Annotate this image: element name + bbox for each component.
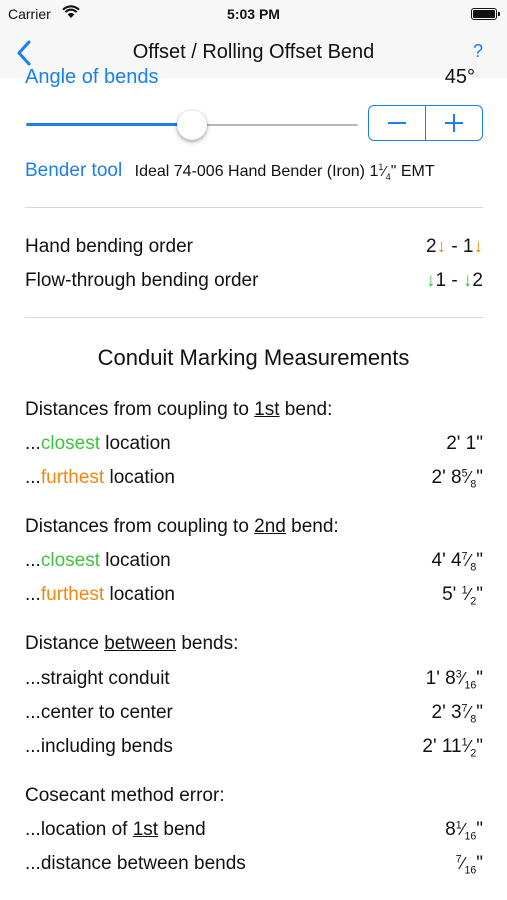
down-arrow-icon: ↓ [425, 270, 436, 291]
cosecant-location-value: 81⁄16" [445, 819, 483, 843]
bend-angle-row: Angle of bends 45° [25, 66, 475, 88]
slider-track-filled [26, 123, 192, 126]
flow-through-order-row: Flow-through bending order ↓1 - ↓2 [25, 270, 483, 294]
straight-conduit-row: ...straight conduit 1' 83⁄16" [25, 668, 483, 692]
stepper-plus-button[interactable] [425, 106, 482, 140]
down-arrow-icon: ↓ [462, 270, 473, 291]
first-bend-closest-row: ...closest location 2' 1" [25, 433, 483, 454]
wifi-icon [62, 5, 80, 18]
center-to-center-row: ...center to center 2' 37⁄8" [25, 702, 483, 726]
bender-tool-row: Bender tool Ideal 74-006 Hand Bender (Ir… [25, 160, 483, 184]
section-title: Conduit Marking Measurements [97, 345, 410, 370]
bend-angle-label: Angle of bends [25, 66, 159, 88]
first-bend-closest-value: 2' 1" [446, 433, 483, 454]
first-bend-furthest-row: ...furthest location 2' 85⁄8" [25, 467, 483, 491]
status-time: 5:03 PM [227, 6, 280, 22]
cosecant-distance-row: ...distance between bends 7⁄16" [25, 853, 483, 877]
nav-title: Offset / Rolling Offset Bend [132, 41, 375, 63]
including-bends-row: ...including bends 2' 111⁄2" [25, 736, 483, 760]
hand-bending-order-label: Hand bending order [25, 236, 193, 257]
bender-tool-value: Ideal 74-006 Hand Bender (Iron) 11⁄4" EM… [134, 162, 435, 182]
back-chevron-icon[interactable] [10, 38, 40, 68]
center-to-center-value: 2' 37⁄8" [431, 702, 483, 726]
slider-track-empty [192, 124, 358, 126]
stepper-minus-button[interactable] [369, 106, 425, 140]
divider [25, 207, 483, 208]
between-bends-header: Distance between bends: [25, 633, 239, 654]
down-arrow-icon: ↓ [473, 236, 484, 257]
battery-icon [471, 8, 500, 20]
including-bends-value: 2' 111⁄2" [422, 736, 483, 760]
angle-slider[interactable] [26, 110, 358, 140]
second-bend-closest-row: ...closest location 4' 47⁄8" [25, 550, 483, 574]
cosecant-error-header: Cosecant method error: [25, 785, 225, 806]
cosecant-location-row: ...location of 1st bend 81⁄16" [25, 819, 483, 843]
flow-through-order-value: ↓1 - ↓2 [425, 270, 483, 291]
hand-bending-order-row: Hand bending order 2↓ - 1↓ [25, 236, 483, 260]
content-scroll[interactable]: Angle of bends 45° Bender tool Ideal 74-… [0, 66, 507, 900]
status-bar: Carrier 5:03 PM [0, 0, 507, 28]
help-button[interactable]: ? [472, 41, 483, 61]
carrier-label: Carrier [8, 6, 51, 22]
down-arrow-icon: ↓ [436, 236, 447, 257]
straight-conduit-value: 1' 83⁄16" [425, 668, 483, 692]
slider-thumb[interactable] [177, 110, 207, 140]
hand-bending-order-value: 2↓ - 1↓ [425, 236, 484, 257]
second-bend-furthest-value: 5' 1⁄2" [442, 584, 483, 608]
second-bend-furthest-row: ...furthest location 5' 1⁄2" [25, 584, 483, 608]
flow-through-order-label: Flow-through bending order [25, 270, 259, 291]
bender-tool-link[interactable]: Bender tool [25, 160, 123, 181]
navigation-bar: Offset / Rolling Offset Bend ? [0, 28, 507, 78]
first-bend-furthest-value: 2' 85⁄8" [431, 467, 483, 491]
minus-icon [388, 122, 406, 124]
second-bend-closest-value: 4' 47⁄8" [431, 550, 483, 574]
first-bend-header: Distances from coupling to 1st bend: [25, 399, 333, 420]
second-bend-header: Distances from coupling to 2nd bend: [25, 516, 339, 537]
divider [25, 317, 483, 318]
angle-stepper [368, 105, 483, 141]
cosecant-distance-value: 7⁄16" [455, 853, 483, 877]
bend-angle-value: 45° [444, 66, 475, 88]
